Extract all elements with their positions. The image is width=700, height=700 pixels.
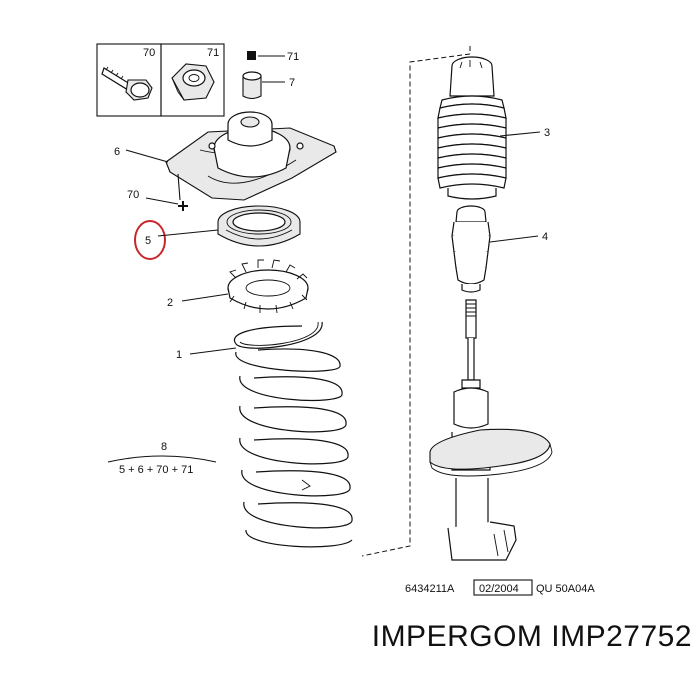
coil-spring-1: 1 xyxy=(176,321,353,548)
callout-5: 5 xyxy=(145,235,151,247)
bearing-5: 5 xyxy=(134,205,301,260)
bolt-marker-70: 70 xyxy=(127,173,188,211)
callout-1: 1 xyxy=(176,349,182,361)
footer-date: 02/2004 xyxy=(479,583,519,595)
kit-label-8: 8 5 + 6 + 70 + 71 xyxy=(107,441,217,476)
brand-title: IMPERGOM IMP27752 xyxy=(371,620,692,653)
footer-ref: 6434211A xyxy=(405,583,455,595)
spacer-7: 7 xyxy=(242,71,295,100)
spring-seat-2: 2 xyxy=(167,259,309,314)
callout-4: 4 xyxy=(542,231,548,243)
callout-8: 8 xyxy=(161,441,167,453)
callout-7: 7 xyxy=(289,77,295,89)
footer-reference: 6434211A 02/2004 QU 50A04A xyxy=(405,579,595,596)
kit-components: 5 + 6 + 70 + 71 xyxy=(119,464,193,476)
callout-6: 6 xyxy=(114,146,120,158)
cap-nut-71: 71 xyxy=(247,51,299,63)
upper-mount-6: 6 xyxy=(114,111,337,201)
callout-71: 71 xyxy=(287,51,299,63)
dust-boot-3: 3 xyxy=(437,56,550,200)
assembly-bracket xyxy=(361,46,471,557)
callout-70-inset: 70 xyxy=(143,47,155,59)
callout-3: 3 xyxy=(544,127,550,139)
fastener-inset: 70 71 xyxy=(96,43,225,117)
footer-code: QU 50A04A xyxy=(536,583,595,595)
bump-stop-4: 4 xyxy=(451,205,548,293)
shock-absorber xyxy=(429,299,553,561)
highlight-circle xyxy=(134,220,166,260)
nut-icon xyxy=(171,63,215,101)
callout-71-inset: 71 xyxy=(207,47,219,59)
bolt-icon xyxy=(101,66,153,101)
callout-70: 70 xyxy=(127,189,139,201)
callout-2: 2 xyxy=(167,297,173,309)
